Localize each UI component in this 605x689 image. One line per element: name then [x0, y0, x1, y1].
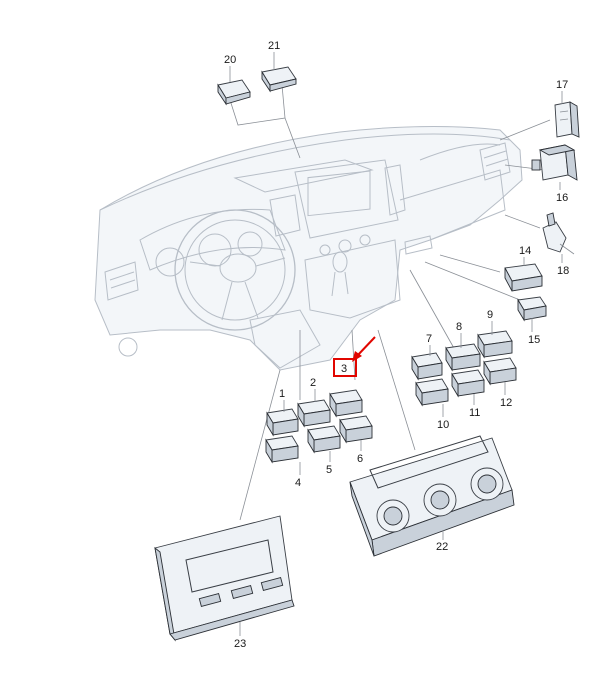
callout-9: 9	[487, 309, 493, 321]
callout-17: 17	[556, 79, 568, 91]
leader-lines	[229, 84, 551, 521]
callout-20: 20	[224, 54, 236, 66]
part-1[interactable]	[266, 408, 299, 437]
part-11[interactable]	[451, 369, 485, 398]
switch-group-left	[265, 389, 373, 464]
callout-18: 18	[557, 265, 569, 277]
callout-2: 2	[310, 377, 316, 389]
callout-12: 12	[500, 397, 512, 409]
highlight-box	[333, 358, 357, 377]
part-15[interactable]	[517, 296, 547, 322]
callout-14: 14	[519, 245, 531, 257]
callout-15: 15	[528, 334, 540, 346]
part-5[interactable]	[307, 425, 341, 454]
part-23[interactable]	[154, 515, 295, 642]
callout-8: 8	[456, 321, 462, 333]
part-4[interactable]	[265, 435, 299, 464]
part-17[interactable]	[554, 101, 580, 138]
part-21[interactable]	[261, 66, 297, 93]
callout-11: 11	[469, 407, 480, 419]
part-18[interactable]	[542, 212, 575, 255]
callout-leaders	[229, 52, 563, 636]
part-22[interactable]	[349, 435, 515, 557]
callout-7: 7	[426, 333, 432, 345]
part-20[interactable]	[217, 79, 251, 106]
switch-group-right	[411, 330, 517, 407]
dashboard-illustration	[94, 125, 523, 371]
part-16[interactable]	[531, 144, 578, 181]
highlight-marker	[333, 336, 376, 377]
callout-10: 10	[437, 419, 449, 431]
callout-16: 16	[556, 192, 568, 204]
callout-4: 4	[295, 477, 301, 489]
callout-5: 5	[326, 464, 332, 476]
part-12[interactable]	[483, 357, 517, 386]
highlight-arrow	[356, 336, 376, 357]
callout-1: 1	[279, 388, 285, 400]
part-8[interactable]	[445, 343, 481, 372]
callout-22: 22	[436, 541, 448, 553]
callout-23: 23	[234, 638, 246, 650]
part-9[interactable]	[477, 330, 513, 359]
part-2[interactable]	[297, 399, 331, 428]
callout-3: 3	[341, 363, 347, 375]
part-14[interactable]	[504, 263, 543, 292]
callout-labels: 20 21 17 16 18 14 15 7 8 9 10 11 12 3 1 …	[224, 40, 569, 650]
part-6[interactable]	[339, 415, 373, 444]
part-7[interactable]	[411, 352, 443, 381]
part-10[interactable]	[415, 378, 449, 407]
callout-6: 6	[357, 453, 363, 465]
part-3[interactable]	[329, 389, 363, 418]
callout-21: 21	[268, 40, 280, 52]
